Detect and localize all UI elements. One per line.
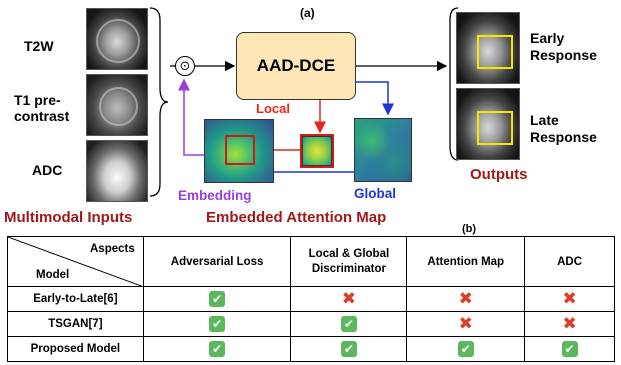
check-icon: ✔ (209, 291, 226, 307)
panel-a-label: (a) (300, 6, 315, 20)
input-label-t2w: T2W (24, 38, 54, 54)
mark-cell: ✔ (290, 336, 408, 362)
model-box: AAD-DCE (236, 32, 356, 100)
mark-cell: ✔ (142, 336, 292, 362)
attention-map-heatmap (204, 119, 274, 183)
table-header-row: Aspects Model Adversarial Loss Local & G… (7, 236, 615, 287)
output-image-late (456, 88, 520, 160)
cross-icon: ✖ (562, 314, 577, 333)
operator-symbol: ⊙ (179, 58, 191, 73)
inputs-brace (149, 7, 169, 197)
global-heatmap (354, 118, 412, 182)
check-icon: ✔ (340, 316, 357, 332)
outputs-group-title: Outputs (470, 166, 528, 183)
global-label: Global (354, 186, 397, 201)
output-image-early (456, 12, 520, 84)
input-label-t1: T1 pre- contrast (14, 92, 70, 124)
cross-icon: ✖ (562, 289, 577, 308)
output-label-late: Late Response (530, 112, 597, 145)
embedding-label: Embedding (178, 188, 252, 203)
cross-icon: ✖ (458, 314, 473, 333)
local-heatmap (300, 134, 334, 168)
mri-image-t2w (86, 8, 148, 70)
check-icon: ✔ (209, 341, 226, 357)
mark-cell: ✔ (142, 286, 292, 312)
comparison-table: Aspects Model Adversarial Loss Local & G… (7, 236, 615, 362)
column-header: Adversarial Loss (142, 236, 292, 287)
roi-box-late (477, 111, 513, 145)
check-icon: ✔ (209, 316, 226, 332)
cross-icon: ✖ (458, 289, 473, 308)
attention-map-title: Embedded Attention Map (206, 209, 387, 226)
local-label: Local (256, 101, 290, 116)
table-row: Early-to-Late[6] ✔ ✖ ✖ ✖ (7, 286, 615, 312)
mark-cell: ✔ (524, 336, 615, 362)
row-model: TSGAN[7] (7, 311, 144, 337)
mark-cell: ✖ (524, 286, 615, 312)
row-model: Early-to-Late[6] (7, 286, 144, 312)
row-model: Proposed Model (7, 336, 144, 362)
panel-b-label: (b) (462, 223, 477, 235)
mark-cell: ✖ (290, 286, 408, 312)
roi-box-early (477, 35, 513, 69)
table-corner-cell: Aspects Model (7, 236, 144, 287)
mark-cell: ✔ (290, 311, 408, 337)
input-label-adc: ADC (32, 162, 63, 178)
mark-cell: ✔ (406, 336, 526, 362)
model-box-label: AAD-DCE (256, 56, 336, 75)
column-header: Local & Global Discriminator (290, 236, 408, 287)
outputs-brace (449, 7, 459, 161)
corner-aspects: Aspects (90, 243, 135, 255)
mark-cell: ✖ (406, 311, 526, 337)
attention-map-local-box (225, 135, 255, 165)
mark-cell: ✔ (142, 311, 292, 337)
mri-image-t1 (86, 74, 148, 136)
table-row: TSGAN[7] ✔ ✔ ✖ ✖ (7, 311, 615, 337)
mark-cell: ✖ (406, 286, 526, 312)
column-header: Attention Map (406, 236, 526, 287)
corner-diagonal (8, 237, 144, 287)
check-icon: ✔ (457, 341, 474, 357)
mark-cell: ✖ (524, 311, 615, 337)
flow-arrows (170, 60, 448, 178)
cross-icon: ✖ (341, 289, 357, 308)
hadamard-operator: ⊙ (175, 56, 195, 76)
column-header: ADC (524, 236, 615, 287)
inputs-group-title: Multimodal Inputs (4, 209, 133, 226)
corner-model: Model (36, 269, 70, 281)
mri-image-adc (86, 140, 148, 202)
output-label-early: Early Response (530, 30, 597, 63)
table-row: Proposed Model ✔ ✔ ✔ ✔ (7, 336, 615, 362)
check-icon: ✔ (561, 341, 578, 357)
check-icon: ✔ (340, 341, 357, 357)
